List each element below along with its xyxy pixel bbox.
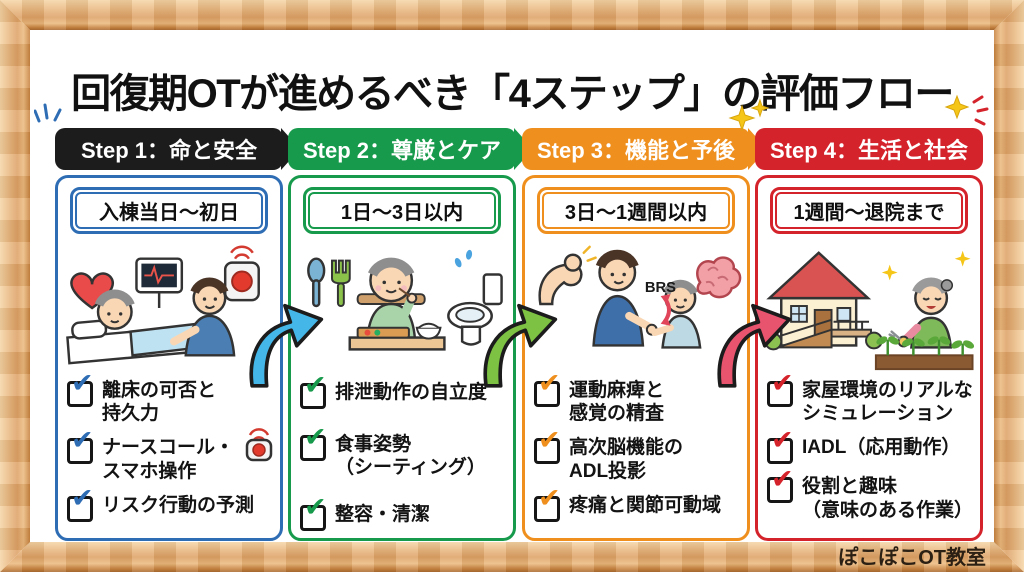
meal-tray: [348, 322, 446, 351]
step1-timeframe-label: 入棟当日〜初日: [75, 192, 263, 229]
toilet-icon: [447, 249, 503, 346]
checkbox-icon: ✔: [767, 370, 794, 407]
step4-header-label: Step 4：生活と社会: [769, 138, 969, 163]
frame-left: [0, 0, 30, 572]
nurse-call-button-icon: [245, 428, 273, 462]
checkbox-icon: ✔: [534, 484, 561, 522]
step2-illustration: [291, 237, 513, 377]
checkbox-icon: ✔: [67, 427, 94, 465]
checklist-item: ✔ IADL（応用動作）: [767, 427, 974, 465]
therapist-assessing: [592, 249, 658, 347]
checkbox-icon: ✔: [534, 427, 561, 465]
checklist-item-text: 高次脳機能の ADL投影: [569, 437, 684, 482]
step4-timeframe-box: 1週間〜退院まで: [770, 187, 968, 234]
step1-timeframe-box: 入棟当日〜初日: [70, 187, 268, 234]
step1-header-label: Step 1：命と安全: [80, 138, 258, 163]
spoon-icon: [307, 257, 326, 308]
credit-text: ぽこぽこOT教室: [838, 547, 986, 569]
step3-column: Step 3：機能と予後 3日〜1週間以内: [522, 128, 767, 541]
checklist-item-text: 整容・清潔: [335, 504, 431, 526]
arrow-step2-to-step3-icon: [483, 303, 558, 388]
checklist-item-text: IADL（応用動作）: [802, 437, 961, 459]
poster-title: 回復期OTが進めるべき「4ステップ」の評価フロー: [71, 71, 954, 116]
step2-body: 1日〜3日以内: [288, 175, 516, 541]
step2-header-label: Step 2：尊厳とケア: [302, 138, 502, 163]
eating-senior: [356, 257, 426, 339]
checklist-item: ✔ 高次脳機能の ADL投影: [534, 427, 741, 482]
checklist-item-text: リスク行動の予測: [102, 494, 255, 516]
checkbox-icon: ✔: [300, 424, 327, 461]
step4-body: 1週間〜退院まで: [755, 175, 983, 541]
step3-illustration: BRS: [525, 237, 747, 377]
step1-body: 入棟当日〜初日: [55, 175, 283, 541]
checklist-item-text: 運動麻痺と 感覚の精査: [569, 380, 665, 425]
checklist-item: ✔ ナースコール・ スマホ操作: [67, 427, 274, 482]
checklist-item-text: 排泄動作の自立度: [335, 382, 488, 403]
step2-timeframe-label: 1日〜3日以内: [308, 192, 496, 229]
checklist-item-text: 家屋環境のリアルな シミュレーション: [802, 380, 973, 425]
checkbox-icon: ✔: [67, 484, 94, 522]
checklist-item: ✔ 整容・清潔: [300, 494, 507, 532]
step2-column: Step 2：尊厳とケア 1日〜3日以内: [288, 128, 533, 541]
fork-icon: [331, 259, 351, 307]
checklist-item: ✔ 排泄動作の自立度: [300, 372, 507, 409]
checklist-item-text: ナースコール・ スマホ操作: [102, 437, 235, 482]
step4-illustration: [758, 237, 980, 377]
step3-checklist: ✔ 運動麻痺と 感覚の精査 ✔ 高次脳機能の ADL投影 ✔: [525, 370, 747, 522]
step4-checklist: ✔ 家屋環境のリアルな シミュレーション ✔ IADL（応用動作） ✔ 役割と趣…: [758, 370, 980, 522]
step3-timeframe-label: 3日〜1週間以内: [542, 192, 730, 229]
step4-column: Step 4：生活と社会 1週間〜退院まで: [755, 128, 983, 541]
patient-assessed: [651, 279, 702, 349]
frame-right: [994, 0, 1024, 572]
step1-header: Step 1：命と安全: [55, 128, 300, 170]
checklist-item-text: 役割と趣味 （意味のある作業）: [802, 476, 974, 521]
brs-label: BRS: [645, 280, 676, 296]
checkbox-icon: ✔: [300, 494, 327, 532]
step2-checklist: ✔ 排泄動作の自立度 ✔ 食事姿勢 （シーティング） ✔ 整容・清潔: [291, 372, 513, 532]
house-with-ramp-icon: [764, 251, 883, 351]
checklist-item-text: 疼痛と関節可動域: [569, 494, 722, 516]
checklist-item-text: 食事姿勢 （シーティング）: [335, 434, 486, 479]
sparkle-icon: [881, 250, 971, 281]
step3-body: 3日〜1週間以内: [522, 175, 750, 541]
checklist-item-text: 離床の可否と 持久力: [102, 380, 217, 425]
step1-column: Step 1：命と安全 入棟当日〜初日: [55, 128, 300, 541]
nurse-call-button-icon: [223, 245, 260, 302]
step2-header: Step 2：尊厳とケア: [288, 128, 533, 170]
step1-illustration: [58, 237, 280, 377]
checklist-item: ✔ 役割と趣味 （意味のある作業）: [767, 466, 974, 521]
muscle-arm-icon: [538, 245, 597, 306]
seedlings-icon: [874, 336, 975, 371]
checklist-item: ✔ 運動麻痺と 感覚の精査: [534, 370, 741, 425]
checklist-item: ✔ 食事姿勢 （シーティング）: [300, 424, 507, 479]
brs-range-arrow-icon: [660, 294, 671, 326]
checkbox-icon: ✔: [300, 372, 327, 409]
step3-header-label: Step 3：機能と予後: [536, 138, 736, 163]
brain-icon: [696, 256, 742, 299]
step3-timeframe-box: 3日〜1週間以内: [537, 187, 735, 234]
checkbox-icon: ✔: [67, 370, 94, 407]
sparkle-star-red-lines-icon: [944, 94, 989, 126]
step3-header: Step 3：機能と予後: [522, 128, 767, 170]
frame-bottom: [0, 542, 1024, 572]
checklist-item: ✔ 離床の可否と 持久力: [67, 370, 274, 425]
frame-top: [0, 0, 1024, 30]
therapist: [169, 277, 236, 357]
vital-monitor-icon: [135, 257, 184, 308]
checklist-item: ✔ リスク行動の予測: [67, 484, 274, 522]
step2-timeframe-box: 1日〜3日以内: [303, 187, 501, 234]
step4-header: Step 4：生活と社会: [755, 128, 983, 170]
arrow-step3-to-step4-icon: [717, 303, 792, 388]
sparkle-stars-icon: [728, 98, 770, 132]
checklist-item: ✔ 家屋環境のリアルな シミュレーション: [767, 370, 974, 425]
arrow-step1-to-step2-icon: [249, 303, 324, 388]
checkbox-icon: ✔: [767, 466, 794, 504]
step1-checklist: ✔ 離床の可否と 持久力 ✔ ナースコール・ スマホ操作: [58, 370, 280, 522]
checkbox-icon: ✔: [767, 427, 794, 465]
checkbox-icon: ✔: [534, 370, 561, 407]
step4-timeframe-label: 1週間〜退院まで: [775, 192, 963, 229]
sparkle-lines-blue-icon: [34, 103, 62, 123]
checklist-item: ✔ 疼痛と関節可動域: [534, 484, 741, 522]
